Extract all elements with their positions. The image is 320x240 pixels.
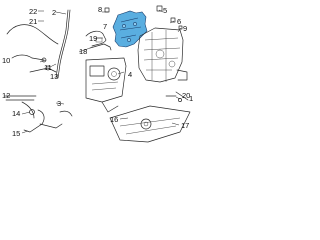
callout-14: 14 [12, 109, 20, 118]
wire-harness-left [6, 9, 71, 79]
leader-lines [4, 9, 182, 134]
callout-2: 2 [52, 8, 56, 17]
callout-16: 16 [110, 115, 118, 124]
lower-hoses [5, 95, 73, 133]
callout-19: 19 [89, 34, 97, 43]
callout-12: 12 [2, 91, 10, 100]
callout-17: 17 [181, 121, 189, 130]
callout-9: 9 [183, 24, 187, 33]
callout-5: 5 [163, 6, 167, 15]
main-unit [137, 27, 188, 83]
callout-21: 21 [29, 17, 37, 26]
callout-1: 1 [189, 94, 193, 103]
callout-13: 13 [50, 72, 58, 81]
callout-15: 15 [12, 129, 20, 138]
callout-7: 7 [103, 22, 107, 31]
callout-3: 3 [57, 99, 61, 108]
callout-18: 18 [79, 47, 87, 56]
parts-diagram: 1 2 3 4 5 6 7 8 9 10 11 12 13 14 15 16 1… [2, 5, 193, 143]
callout-4: 4 [128, 70, 132, 79]
center-bracket [85, 57, 127, 113]
lower-frame [109, 91, 191, 143]
callout-8: 8 [98, 5, 102, 14]
callout-labels: 1 2 3 4 5 6 7 8 9 10 11 12 13 14 15 16 1… [2, 5, 193, 138]
callout-22: 22 [29, 7, 37, 16]
callout-6: 6 [177, 17, 181, 26]
callout-10: 10 [2, 56, 10, 65]
highlighted-part [112, 10, 148, 48]
callout-11: 11 [44, 63, 52, 72]
callout-20: 20 [182, 91, 190, 100]
